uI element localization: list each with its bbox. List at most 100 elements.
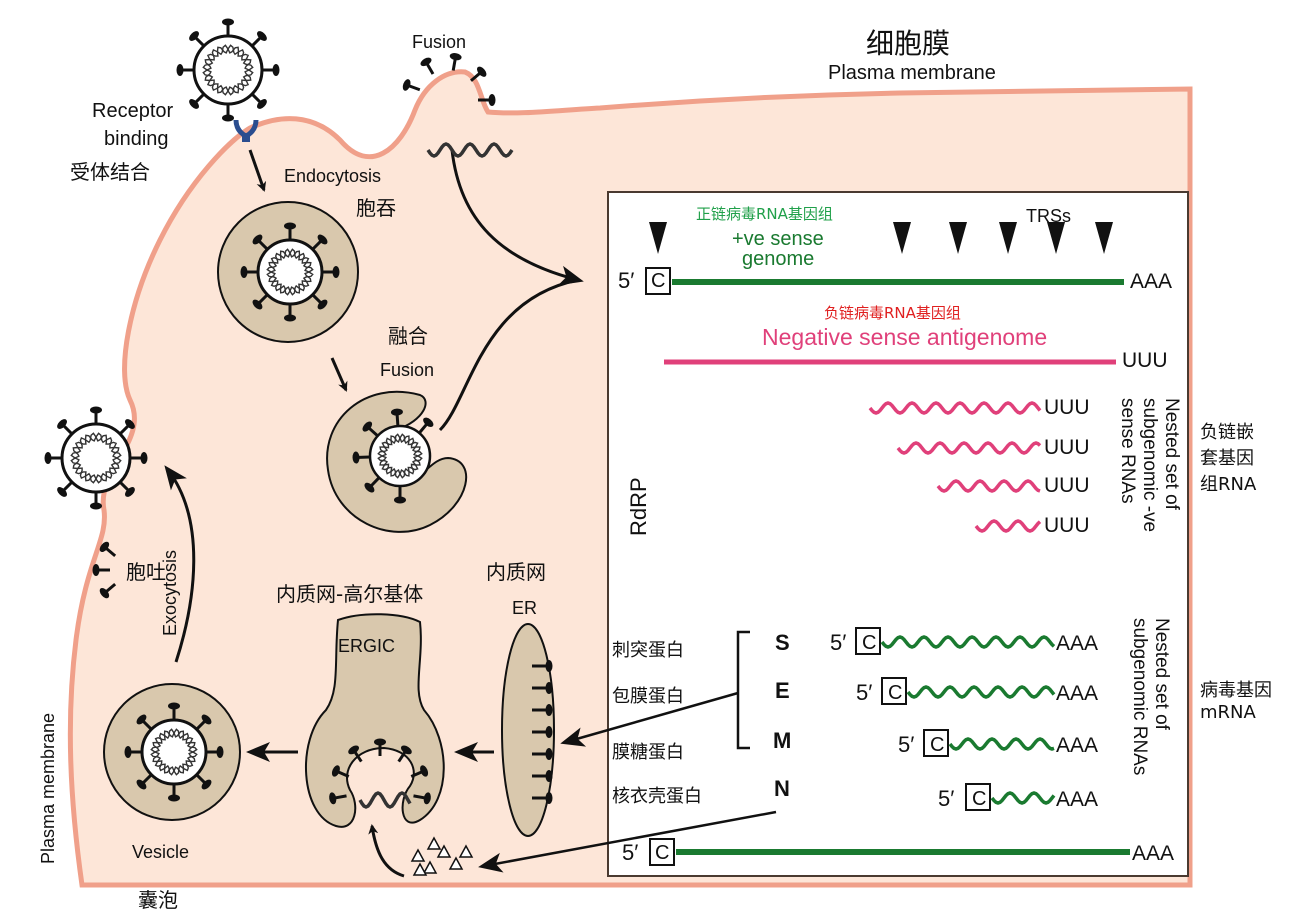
rdrp-label: RdRP [626, 477, 652, 536]
er-membrane-protein-head [546, 660, 553, 672]
endocytosis-label-zh: 胞吞 [356, 192, 396, 221]
exocytosed-virion-spike-head [141, 452, 148, 464]
full-mrna-poly-a: AAA [1132, 842, 1174, 866]
endosome-virion-envelope [258, 240, 322, 304]
receptor-stem [242, 134, 250, 142]
genome-box [608, 192, 1188, 876]
mrna-poly-a-1: AAA [1056, 632, 1098, 656]
receptor-label-zh: 受体结合 [70, 156, 150, 185]
exocytosed-virion-spike-stem [64, 426, 72, 434]
er-membrane-protein-head [546, 682, 553, 694]
exocytosed-virion-spike-head [90, 503, 102, 510]
mrna-zh-1: 病毒基因 [1200, 676, 1272, 702]
fusing-virion-spike-stem [397, 415, 398, 426]
free-virion-top-spike-head [273, 64, 280, 76]
plus-genome-label-zh: 正链病毒RNA基因组 [696, 203, 833, 224]
er-label-en: ER [512, 598, 537, 619]
mrna-five-prime-2: 5′ [856, 680, 872, 706]
fusion-bud-spike-stem [453, 60, 455, 71]
endocytosis-label-en: Endocytosis [284, 166, 381, 187]
mrna-poly-a-4: AAA [1056, 788, 1098, 812]
fusion-top-label: Fusion [412, 32, 466, 53]
neg-nested-zh-3: 组RNA [1200, 470, 1256, 496]
protein-zh-e: 包膜蛋白 [612, 682, 684, 708]
fusing-virion-spike-head [394, 497, 406, 504]
vesicle-label-en: Vesicle [132, 842, 189, 863]
free-virion-top-spike-stem [196, 94, 204, 102]
exocytosed-virion-spike-head [45, 452, 52, 464]
exocytosed-virion-envelope [62, 424, 130, 492]
free-virion-top-spike-stem [196, 38, 204, 46]
minus-genome-label-zh: 负链病毒RNA基因组 [824, 302, 961, 323]
mrna-cap-letter-1: C [862, 632, 876, 655]
free-virion-top-spike-head [222, 19, 234, 26]
protein-letter-n: N [774, 776, 790, 802]
endosome-virion-spike-head [284, 315, 296, 322]
fusion-label-zh: 融合 [388, 320, 428, 349]
mrna-five-prime-3: 5′ [898, 732, 914, 758]
free-virion-top-envelope [194, 36, 262, 104]
er-membrane-protein-head [546, 704, 553, 716]
free-virion-top-spike-head [177, 64, 184, 76]
exocytosis-membrane-spike-head [93, 564, 100, 576]
exocytosed-virion-spike-head [90, 407, 102, 414]
endosome-virion-spike-head [284, 223, 296, 230]
fusion-bud-spike-stem [428, 64, 434, 74]
ergic-budding-spike-stem [413, 796, 424, 798]
receptor-label-en-2: binding [104, 128, 169, 151]
fusion-bud-spike-head [449, 52, 462, 61]
ergic-budding-spike-head [374, 739, 386, 746]
mrna-cap-letter-4: C [972, 788, 986, 811]
vesicle-virion-envelope [142, 720, 206, 784]
er-label-zh: 内质网 [486, 556, 546, 585]
receptor-label-en-1: Receptor [92, 100, 173, 123]
mrna-poly-a-2: AAA [1056, 682, 1098, 706]
protein-zh-m: 膜糖蛋白 [612, 738, 684, 764]
ergic-budding-spike-stem [336, 796, 347, 798]
neg-subgenomic-poly-u-4: UUU [1044, 514, 1090, 538]
er-membrane-protein-head [546, 770, 553, 782]
neg-subgenomic-poly-u-3: UUU [1044, 474, 1090, 498]
free-virion-top-spike-stem [252, 38, 260, 46]
exocytosis-label-en: Exocytosis [160, 550, 181, 636]
exocytosed-virion-spike-stem [120, 426, 128, 434]
mrna-five-prime-1: 5′ [830, 630, 846, 656]
plus-genome-cap-letter: C [651, 270, 665, 293]
exocytosed-virion-spike-stem [64, 482, 72, 490]
nested-positive-label: Nested set of subgenomic RNAs [1128, 618, 1172, 828]
endosome-virion-spike-head [333, 266, 340, 278]
neg-nested-zh-1: 负链嵌 [1200, 418, 1254, 444]
neg-subgenomic-poly-u-1: UUU [1044, 396, 1090, 420]
mrna-poly-a-3: AAA [1056, 734, 1098, 758]
vesicle-virion-spike-head [125, 746, 132, 758]
antigenome-poly-u: UUU [1122, 349, 1168, 373]
fusion-label-en: Fusion [380, 360, 434, 381]
full-mrna-five-prime: 5′ [622, 840, 638, 866]
protein-letter-s: S [775, 630, 790, 656]
membrane-title-zh: 细胞膜 [866, 22, 950, 62]
vesicle-virion-spike-head [217, 746, 224, 758]
fusion-bud-spike-head [419, 56, 433, 68]
fusing-virion-envelope [370, 426, 430, 486]
plus-genome-five-prime: 5′ [618, 268, 634, 294]
protein-zh-s: 刺突蛋白 [612, 636, 684, 662]
free-virion-top-spike-stem [252, 94, 260, 102]
er-membrane-protein-head [546, 726, 553, 738]
mrna-five-prime-4: 5′ [938, 786, 954, 812]
vesicle-virion-spike-head [168, 795, 180, 802]
protein-letter-e: E [775, 678, 790, 704]
membrane-title-en: Plasma membrane [828, 62, 996, 85]
plus-genome-poly-a: AAA [1130, 270, 1172, 294]
endosome-virion-spike-head [241, 266, 248, 278]
mrna-cap-letter-3: C [930, 734, 944, 757]
protein-letter-m: M [773, 728, 791, 754]
fusion-bud-spike-head [489, 94, 496, 106]
protein-zh-n: 核衣壳蛋白 [612, 782, 702, 808]
ergic-label-en: ERGIC [338, 636, 395, 657]
nested-negative-label: Nested set of subgenomic -ve sense RNAs [1116, 398, 1182, 560]
neg-nested-zh-2: 套基因 [1200, 444, 1254, 470]
free-virion-top-spike-head [222, 115, 234, 122]
mrna-zh-2: mRNA [1200, 702, 1256, 723]
plus-genome-label-en-2: genome [742, 248, 814, 271]
